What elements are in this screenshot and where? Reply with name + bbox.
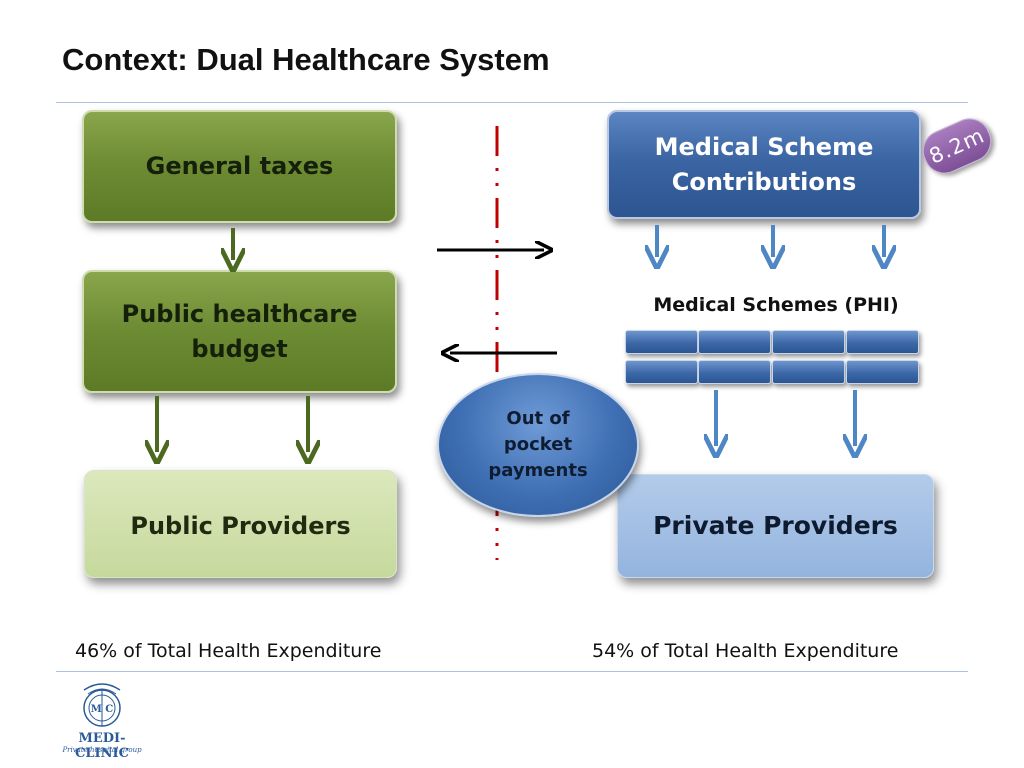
logo-tagline: Private hospital group <box>62 746 142 754</box>
medical-scheme-label-line1: Medical Scheme <box>654 132 874 161</box>
scheme-bar <box>625 360 698 384</box>
scheme-bar <box>772 330 845 354</box>
page-title: Context: Dual Healthcare System <box>62 42 550 77</box>
scheme-bar <box>846 330 919 354</box>
scheme-bar <box>846 360 919 384</box>
medical-schemes-phi-label: Medical Schemes (PHI) <box>653 294 899 316</box>
logo-name: MEDI-CLINIC <box>75 731 129 761</box>
private-providers-label: Private Providers <box>653 510 898 540</box>
public-providers-label: Public Providers <box>130 512 351 540</box>
out-of-pocket-label-line2: pocket <box>503 433 573 455</box>
public-expenditure-share: 46% of Total Health Expenditure <box>75 640 382 662</box>
scheme-bar <box>698 360 771 384</box>
scheme-bar <box>772 360 845 384</box>
scheme-bar <box>698 330 771 354</box>
general-taxes-box: General taxes <box>82 110 397 223</box>
medi-clinic-logo: M C MEDI-CLINIC Private hospital group <box>54 680 150 761</box>
out-of-pocket-label-line1: Out of <box>506 407 570 429</box>
out-of-pocket-label-line3: payments <box>488 460 588 482</box>
public-providers-box: Public Providers <box>84 470 397 578</box>
general-taxes-label: General taxes <box>145 152 334 181</box>
private-expenditure-share: 54% of Total Health Expenditure <box>592 640 899 662</box>
public-budget-label-line1: Public healthcare <box>121 299 358 328</box>
scheme-bar <box>625 330 698 354</box>
medical-scheme-label-line2: Contributions <box>671 167 857 196</box>
private-providers-box: Private Providers <box>617 474 934 578</box>
title-divider <box>56 102 968 103</box>
public-budget-label-line2: budget <box>191 334 288 363</box>
medical-scheme-contributions-box: Medical Scheme Contributions <box>607 110 921 219</box>
medi-clinic-emblem-icon: M C <box>83 683 121 727</box>
out-of-pocket-payments-node: Out of pocket payments <box>437 373 639 517</box>
footer-divider <box>56 671 968 672</box>
